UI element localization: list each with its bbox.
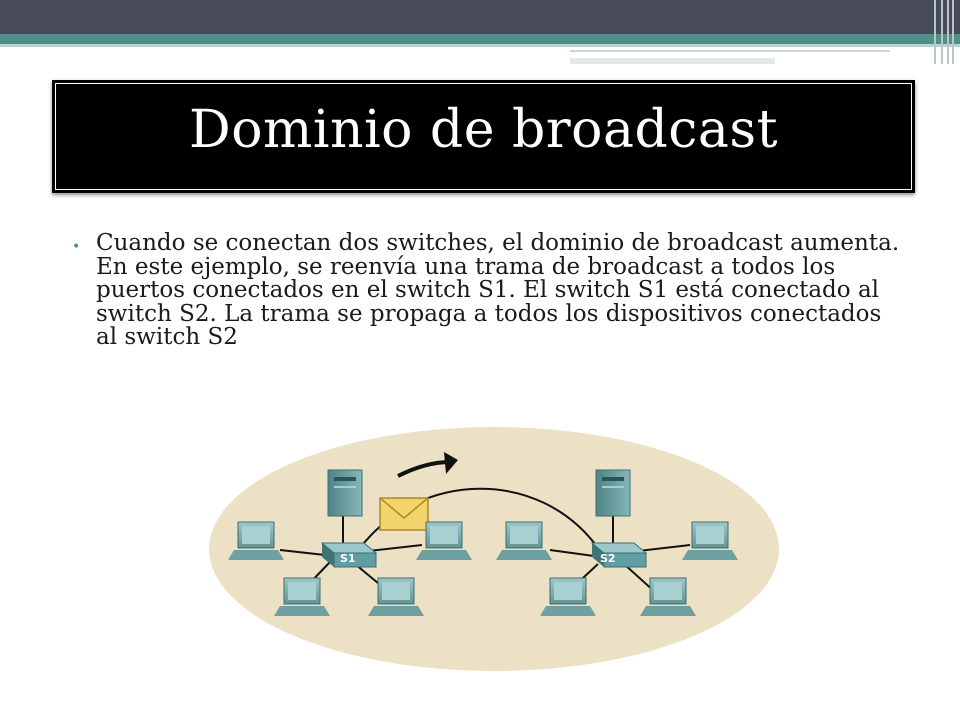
switch-label: S2	[600, 552, 616, 565]
header-vertical-line	[952, 0, 954, 64]
title-box: Dominio de broadcast	[52, 80, 915, 193]
arrow-icon	[397, 452, 458, 478]
switch-s1: S1	[320, 542, 378, 568]
pc-icon	[540, 577, 596, 616]
header-vertical-line	[934, 0, 936, 64]
header-accent-band	[0, 34, 960, 44]
header-band	[0, 0, 960, 34]
bullet-marker: •	[72, 239, 81, 255]
switch-s2: S2	[590, 542, 648, 568]
pc-icon	[274, 577, 330, 616]
pc-icon	[496, 521, 552, 560]
title-border	[55, 83, 912, 190]
broadcast-domain-ellipse	[209, 427, 779, 671]
header-accent-line	[570, 58, 775, 64]
pc-icon	[682, 521, 738, 560]
bullet-item: • Cuando se conectan dos switches, el do…	[72, 230, 902, 350]
header-vertical-line	[947, 0, 949, 64]
header-vertical-line	[941, 0, 943, 64]
server-icon	[595, 469, 631, 517]
header-accent-line	[570, 50, 890, 52]
envelope-icon	[379, 497, 429, 531]
slide-title: Dominio de broadcast	[189, 100, 778, 160]
pc-icon	[228, 521, 284, 560]
pc-icon	[368, 577, 424, 616]
header-pale-band	[0, 44, 960, 47]
bullet-text: Cuando se conectan dos switches, el domi…	[96, 230, 900, 350]
switch-label: S1	[340, 552, 356, 565]
pc-icon	[416, 521, 472, 560]
pc-icon	[640, 577, 696, 616]
server-icon	[327, 469, 363, 517]
